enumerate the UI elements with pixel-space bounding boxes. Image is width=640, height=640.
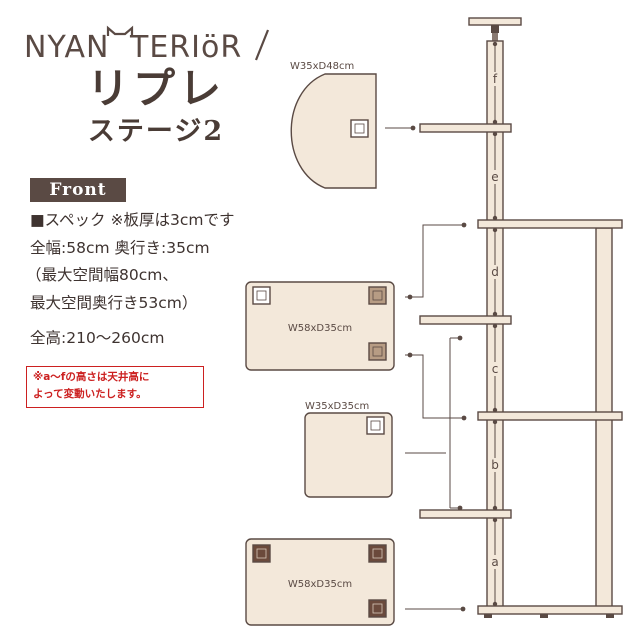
spec-max-line2: 最大空間奥行き53cm）	[30, 294, 198, 312]
brand-name-left: NYAN	[24, 30, 109, 64]
pole-hole-upper-bottom-inner	[372, 346, 383, 357]
product-subtitle: ステージ2	[87, 116, 225, 147]
shelf-top-view-upper	[245, 281, 395, 371]
segment-label-c: c	[492, 362, 499, 376]
product-title: リプレ	[86, 64, 225, 113]
height-note-line1: ※a〜fの高さは天井高に	[33, 371, 150, 383]
foot-left	[484, 614, 492, 618]
foot-middle	[540, 614, 548, 618]
spec-max-line1: （最大空間幅80cm、	[26, 266, 178, 284]
connector-lines	[405, 224, 464, 610]
spec-height: 全高:210〜260cm	[30, 329, 165, 347]
label-bg-e	[489, 170, 501, 184]
pole-hole-middle-inner	[370, 420, 381, 431]
cat-ears-icon	[106, 25, 134, 36]
shelf-front-middle	[419, 315, 512, 325]
ceiling-plate	[468, 17, 522, 26]
shelf-top-view-bottom	[245, 538, 395, 626]
dimension-dots	[492, 41, 498, 607]
shelf-front-lower	[477, 411, 623, 421]
height-note: ※a〜fの高さは天井高に よって変動いたします。	[26, 366, 204, 408]
shelf-front-step	[419, 509, 512, 519]
segment-label-f: f	[493, 72, 498, 86]
foot-right	[606, 614, 614, 618]
pole-hole-upper-left-inner	[256, 290, 267, 301]
label-bg-d	[489, 265, 501, 279]
shelf-top-size: W35xD48cm	[290, 61, 354, 72]
brand-logo: NYAN TERIöR	[22, 24, 272, 65]
segment-label-a: a	[491, 555, 498, 569]
brand-name-right: TERIöR	[129, 30, 242, 64]
shelf-middle-size: W35xD35cm	[305, 401, 369, 412]
brand-slash	[254, 29, 270, 61]
label-bg-f	[489, 72, 501, 86]
leader-top-dot	[410, 125, 416, 131]
segment-label-e: e	[491, 170, 498, 184]
segment-label-b: b	[491, 458, 499, 472]
connector-dots	[407, 222, 467, 612]
pole-hole-top-inner	[354, 123, 365, 134]
spec-heading: ■スペック ※板厚は3cmです	[30, 211, 235, 229]
tension-rod	[492, 33, 498, 41]
label-bg-b	[489, 458, 501, 472]
pole-hole-bottom-left-inner	[256, 548, 267, 559]
base-board	[477, 605, 623, 615]
shelf-bottom-size: W58xD35cm	[288, 579, 352, 590]
segment-label-d: d	[491, 265, 499, 279]
tension-adjuster	[491, 25, 499, 33]
shelf-upper-size: W58xD35cm	[288, 323, 352, 334]
shelf-front-upper	[477, 219, 623, 229]
view-badge: Front	[30, 178, 126, 202]
shelf-top-view-top	[290, 73, 377, 189]
spec-width: 全幅:58cm 奥行き:35cm	[30, 239, 210, 257]
shelf-front-top	[419, 123, 512, 133]
label-bg-a	[489, 555, 501, 569]
pole-hole-upper-right-inner	[372, 290, 383, 301]
pole-hole-bottom-right-inner	[372, 548, 383, 559]
pole-hole-bottom-corner-inner	[372, 603, 383, 614]
height-note-line2: よって変動いたします。	[33, 388, 147, 400]
label-bg-c	[489, 362, 501, 376]
